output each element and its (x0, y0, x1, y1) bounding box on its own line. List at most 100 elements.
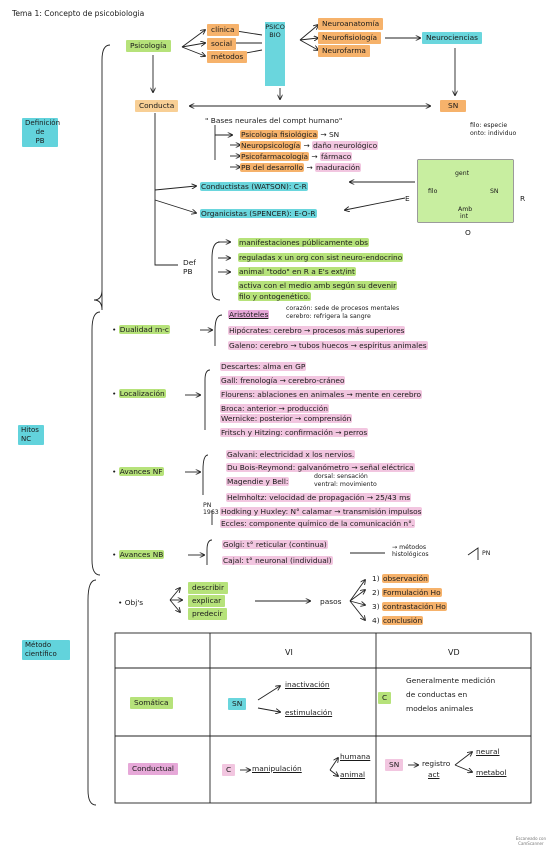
organicistas-text: Organicistas (SPENCER): E-O-R (200, 209, 317, 218)
neuroanatomia-box: Neuroanatomía (318, 18, 384, 30)
hipocrates-label: Hipócrates: cerebro → procesos más super… (228, 326, 406, 335)
organicistas-label: Organicistas (SPENCER): E-O-R (200, 209, 317, 218)
definicion-line-2: de (35, 128, 45, 136)
psico-item-4-arrow: → (306, 163, 313, 172)
psico-item-3: Psicofarmacología → fármaco (240, 152, 353, 161)
metodos-hist-label: → métodos histológicos (392, 544, 429, 558)
hodking-label: Hodking y Huxley: N° calamar → transmisi… (220, 507, 423, 516)
metodo-label: Método científico (22, 640, 70, 660)
magendie-text: Magendie y Bell: (226, 477, 290, 486)
filo-note: filo: especie (470, 122, 508, 129)
step-1-number: 1) (372, 574, 380, 583)
broca-text: Broca: anterior → producción (220, 404, 329, 413)
descartes-text: Descartes: alma en GP (220, 362, 307, 371)
objs-label: • Obj's (118, 598, 144, 607)
fritsch-text: Fritsch y Hitzing: confirmación → perros (220, 428, 369, 437)
def-item-4: activa con el medio amb según su devenir (238, 281, 398, 290)
row2-c-box: C (222, 764, 236, 776)
flourens-label: Flourens: ablaciones en animales → mente… (220, 390, 423, 399)
galeno-text: Galeno: cerebro → tubos huecos → espírit… (228, 341, 428, 350)
psico-item-3-tail: fármaco (319, 152, 353, 161)
localizacion-text: Localización (118, 389, 166, 398)
step-4: 4) conclusión (372, 616, 424, 625)
golgi-label: Golgi: t° reticular (continua) (222, 540, 328, 549)
helmholtz-text: Helmholtz: velocidad de propagación → 25… (226, 493, 412, 502)
psicobio-vertical: PSICOBIO (265, 22, 285, 86)
psico-item-3-arrow: → (311, 152, 318, 161)
dualidad-label: • Dualidad m-c (112, 325, 170, 334)
metodos-hist-line-2: histológicos (392, 551, 429, 558)
golgi-text: Golgi: t° reticular (continua) (222, 540, 328, 549)
aristoteles-line-1: corazón: sede de procesos mentales (286, 305, 400, 312)
definicion-label: Definición de PB (22, 118, 60, 147)
avances-nb-label: • Avances NB (112, 550, 165, 559)
step-2: 2) Formulación Ho (372, 588, 442, 597)
neurofarma-box: Neurofarma (318, 45, 370, 57)
animal-text: animal (340, 770, 366, 779)
psicologia-box: Psicología (126, 40, 171, 52)
diagram-r: R (520, 194, 526, 203)
galvani-label: Galvani: electricidad x los nervios. (226, 450, 356, 459)
definicion-line-1: Definición (25, 119, 60, 127)
neural-text: neural (476, 747, 500, 756)
pasos-label: pasos (320, 597, 342, 606)
hodking-text: Hodking y Huxley: N° calamar → transmisi… (220, 507, 423, 516)
diagram-int: int (460, 213, 469, 220)
def-item-2: reguladas x un org con sist neuro-endocr… (238, 253, 404, 262)
clinica-box: clínica (207, 24, 239, 36)
psico-item-1-tail: SN (328, 130, 340, 139)
estimulacion-text: estimulación (285, 708, 333, 717)
aristoteles-label: Aristóteles (228, 310, 270, 319)
aristoteles-line-2: cerebro: refrigera la sangre (286, 313, 371, 320)
magendie-line-1: dorsal: sensación (314, 473, 368, 480)
def-item-4-text: activa con el medio amb según su devenir (238, 281, 398, 290)
eccles-label: Eccles: componente químico de la comunic… (220, 519, 416, 528)
registro-text: registro (422, 759, 451, 768)
hitos-line-2: NC (21, 435, 32, 443)
diagram-amb: Amb (458, 206, 473, 213)
gall-label: Gall: frenología → cerebro-cráneo (220, 376, 346, 385)
dubois-text: Du Bois-Reymond: galvanómetro → señal el… (226, 463, 415, 472)
broca-label: Broca: anterior → producción (220, 404, 329, 413)
def-item-1: manifestaciones públicamente obs (238, 238, 370, 247)
def-pb-line-1: Def (183, 258, 196, 267)
row1-vd-line-2: de conductas en (406, 690, 468, 699)
row1-vd-line-1: Generalmente medición (406, 676, 496, 685)
magendie-line-2: ventral: movimiento (314, 481, 377, 488)
wernicke-label: Wernicke: posterior → comprensión (220, 414, 353, 423)
psico-item-2-tail: daño neurológico (312, 141, 379, 150)
onto-note: onto: individuo (470, 130, 517, 137)
galeno-label: Galeno: cerebro → tubos huecos → espírit… (228, 341, 428, 350)
galvani-text: Galvani: electricidad x los nervios. (226, 450, 356, 459)
row1-c-box: C (378, 692, 392, 704)
pn-line-2: 1963 (203, 509, 219, 516)
cajal-label: Cajal: t° neuronal (individual) (222, 556, 333, 565)
explicar-box: explicar (188, 595, 226, 607)
describir-box: describir (188, 582, 229, 594)
inactivacion-text: inactivación (285, 680, 330, 689)
psico-item-4-tail: maduración (315, 163, 361, 172)
step-3: 3) contrastación Ho (372, 602, 447, 611)
localizacion-label: • Localización (112, 389, 166, 398)
def-item-3-text: animal "todo" en R a E's ext/int (238, 267, 356, 276)
gall-text: Gall: frenología → cerebro-cráneo (220, 376, 346, 385)
definicion-line-3: PB (35, 137, 45, 145)
step-1-label: observación (381, 574, 429, 583)
step-3-number: 3) (372, 602, 380, 611)
psico-item-2-arrow: → (303, 141, 310, 150)
fritsch-label: Fritsch y Hitzing: confirmación → perros (220, 428, 369, 437)
conductual-box: Conductual (128, 763, 178, 775)
sn-box: SN (440, 100, 467, 112)
table-col-vi: VI (285, 648, 293, 657)
hitos-line-1: Hitos (21, 426, 39, 434)
row1-sn-box: SN (228, 698, 247, 710)
dubois-label: Du Bois-Reymond: galvanómetro → señal el… (226, 463, 415, 472)
manipulacion-text: manipulación (252, 764, 302, 773)
metodo-line-1: Método (25, 641, 52, 649)
step-2-number: 2) (372, 588, 380, 597)
predecir-box: predecir (188, 608, 227, 620)
psico-item-4-label: PB del desarrollo (240, 163, 305, 172)
neurofisiologia-box: Neurofisiología (318, 32, 382, 44)
def-item-5-text: filo y ontogenético. (238, 292, 312, 301)
